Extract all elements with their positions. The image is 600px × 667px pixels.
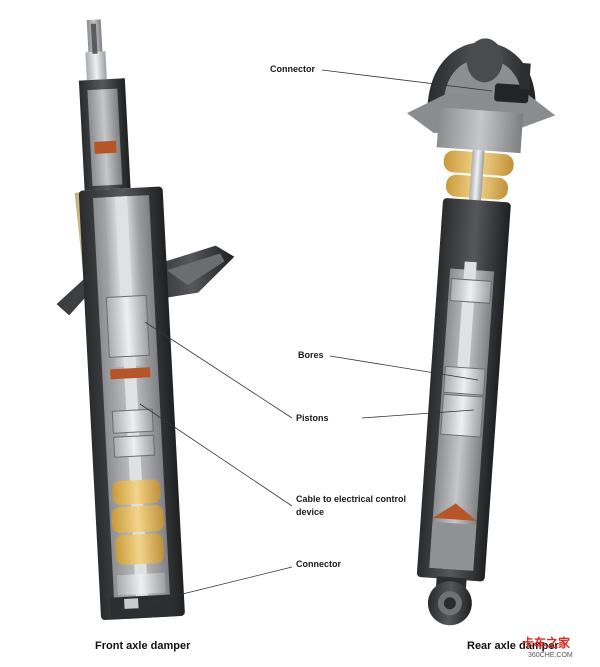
watermark-site: 360CHE.COM — [528, 652, 573, 659]
label-cable-line1: Cable to electrical control — [296, 494, 407, 504]
label-connector-rear: Connector — [270, 64, 315, 74]
leader-bores — [329, 355, 479, 381]
leader-pistons-rear — [361, 409, 475, 419]
rear-axle-damper — [406, 38, 556, 626]
leader-connector-top — [321, 69, 493, 92]
label-connector-front: Connector — [296, 559, 341, 569]
front-axle-damper — [56, 19, 235, 620]
caption-front-axle-damper: Front axle damper — [95, 640, 191, 652]
caption-rear-axle-damper: Rear axle damper — [467, 640, 559, 652]
leader-lines — [139, 69, 493, 605]
label-bores: Bores — [298, 350, 324, 360]
leader-connector-bottom — [141, 566, 293, 605]
label-pistons: Pistons — [296, 413, 329, 423]
leader-cable — [139, 403, 293, 507]
label-cable-line2: device — [296, 507, 325, 517]
watermark-brand: 卡车之家 — [522, 636, 571, 650]
leader-pistons-front — [144, 321, 293, 419]
